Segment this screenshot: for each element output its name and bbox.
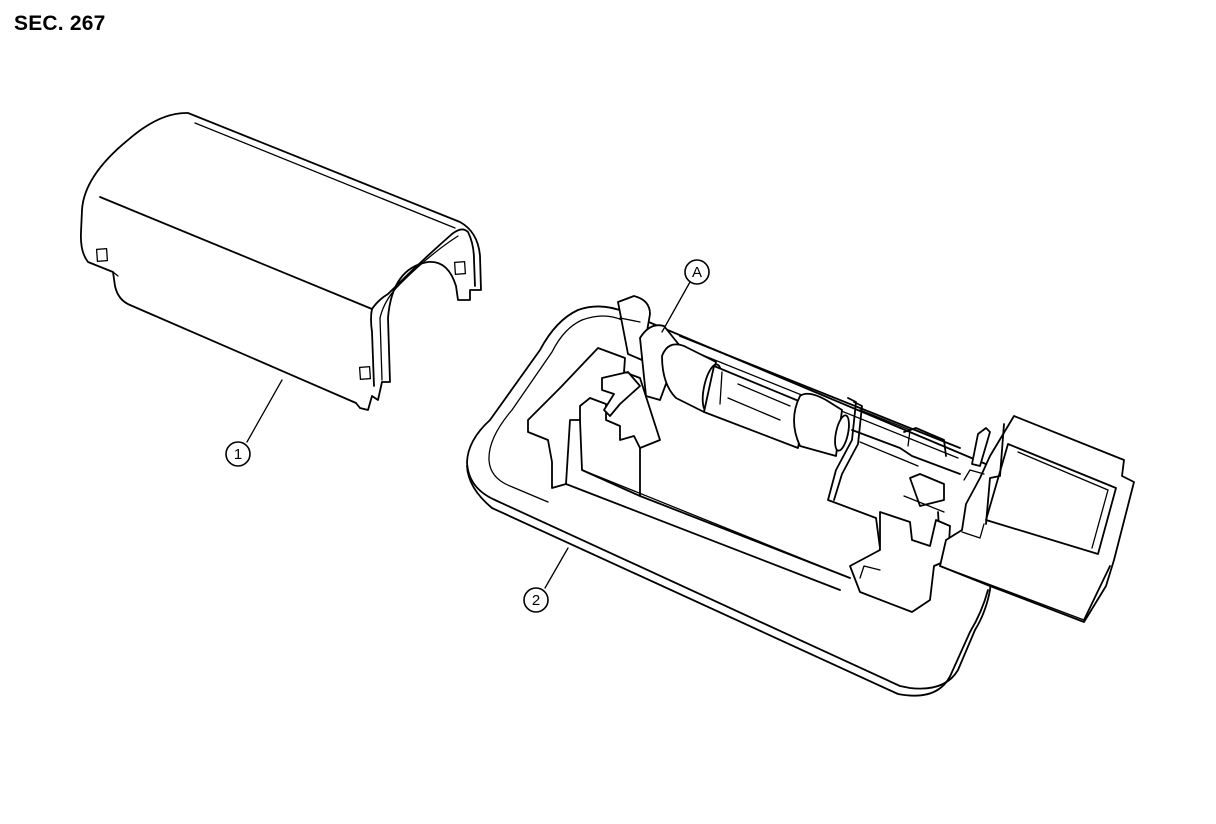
- callout-part-1: 1: [225, 379, 283, 467]
- callout-label-a: A: [692, 264, 702, 281]
- callout-point-a: A: [661, 259, 710, 333]
- callout-part-2: 2: [523, 547, 569, 613]
- lamp-housing-part: [466, 295, 1135, 697]
- callout-label-1: 1: [234, 446, 242, 463]
- callout-label-2: 2: [532, 592, 540, 609]
- section-label: SEC. 267: [14, 12, 106, 35]
- lens-cover-part: [79, 112, 482, 411]
